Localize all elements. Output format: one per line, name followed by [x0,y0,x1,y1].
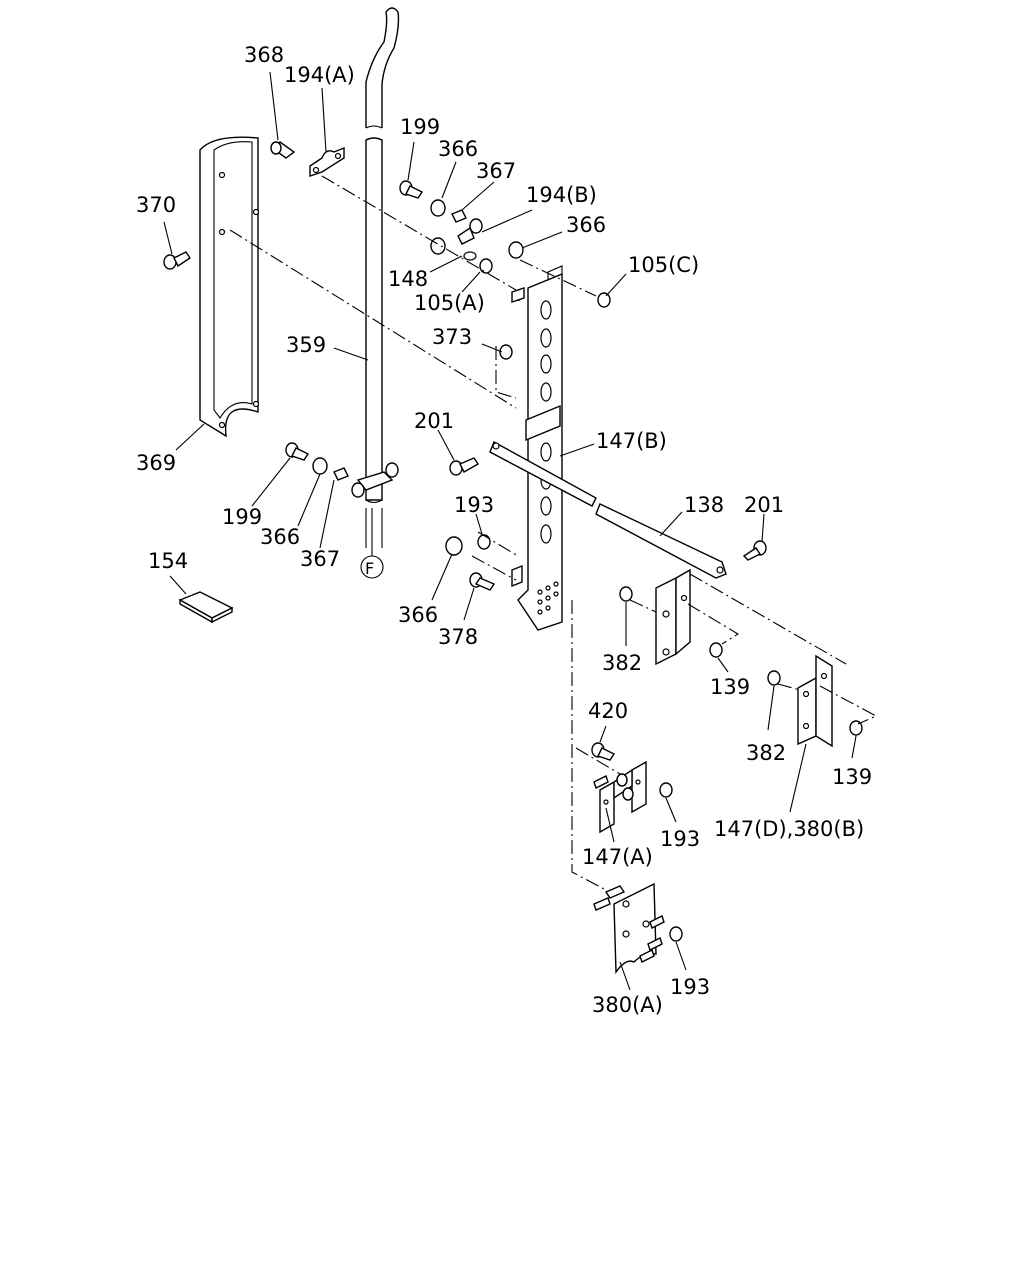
label-369: 369 [136,451,176,475]
label-147b: 147(B) [596,429,667,453]
rod-138 [489,441,727,579]
label-148: 148 [388,267,428,291]
label-367-lower: 367 [300,547,340,571]
clamp-194a [309,146,345,177]
label-366-right: 366 [566,213,606,237]
cover-panel-369 [199,136,260,438]
label-201-right: 201 [744,493,784,517]
label-193-upper: 193 [454,493,494,517]
label-201-left: 201 [414,409,454,433]
label-370: 370 [136,193,176,217]
label-147d-380b: 147(D),380(B) [714,817,864,841]
connection-lines [229,175,878,891]
label-380a: 380(A) [592,993,663,1017]
pad-154 [178,591,234,624]
label-382-lower: 382 [746,741,786,765]
label-194b: 194(B) [526,183,597,207]
label-147a: 147(A) [582,845,653,869]
label-154: 154 [148,549,188,573]
label-366-lower: 366 [260,525,300,549]
label-105a: 105(A) [414,291,485,315]
part-labels: 368 194(A) 199 366 367 194(B) 366 370 14… [136,43,872,1017]
label-367-upper: 367 [476,159,516,183]
plate-380a [604,882,657,975]
label-199-lower: 199 [222,505,262,529]
label-420: 420 [588,699,628,723]
label-f: F [365,559,374,578]
leader-lines [163,71,857,991]
label-138: 138 [684,493,724,517]
label-366-bottom: 366 [398,603,438,627]
label-382-upper: 382 [602,651,642,675]
label-194a: 194(A) [284,63,355,87]
label-139-lower: 139 [832,765,872,789]
label-193-mid: 193 [660,827,700,851]
label-105c: 105(C) [628,253,699,277]
label-199-upper: 199 [400,115,440,139]
label-368: 368 [244,43,284,67]
label-373: 373 [432,325,472,349]
label-359: 359 [286,333,326,357]
bracket-upper-382 [655,568,691,666]
label-139-upper: 139 [710,675,750,699]
bracket-147b [511,265,563,631]
label-193-lower: 193 [670,975,710,999]
label-366-upper: 366 [438,137,478,161]
label-378: 378 [438,625,478,649]
bracket-147d-380b [797,654,833,748]
